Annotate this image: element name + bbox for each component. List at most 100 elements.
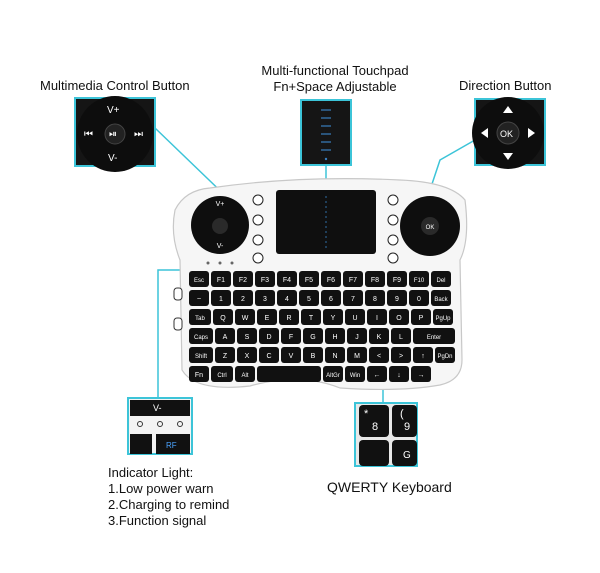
- key: [391, 347, 411, 363]
- key: [211, 290, 231, 306]
- key-label: F9: [393, 277, 401, 284]
- key-label: Q: [220, 315, 226, 322]
- key: [391, 328, 411, 344]
- key-label: A: [223, 334, 228, 341]
- key: [235, 309, 255, 325]
- key-label: AltGr: [326, 373, 340, 379]
- indicator-callout: [127, 397, 193, 455]
- key: [343, 290, 363, 306]
- key: [237, 328, 257, 344]
- key-label: PgDn: [437, 354, 452, 360]
- key: [215, 347, 235, 363]
- key-label: 4: [285, 296, 289, 303]
- indicator-title: Indicator Light:: [108, 465, 194, 480]
- key-label: G: [310, 334, 315, 341]
- next-track-icon: ⏭: [134, 129, 143, 140]
- key: [411, 366, 431, 382]
- key-label: 6: [329, 296, 333, 303]
- key: [387, 271, 407, 287]
- key-label: 3: [263, 296, 267, 303]
- key-label: Esc: [194, 278, 204, 284]
- svg-text:OK: OK: [426, 225, 435, 231]
- indicator-callout-rf: RF: [166, 441, 177, 450]
- key: [409, 290, 429, 306]
- key: [345, 366, 365, 382]
- key: [299, 271, 319, 287]
- key: [323, 309, 343, 325]
- key: [257, 366, 321, 382]
- key-label: ↑: [421, 353, 425, 360]
- key: [369, 328, 389, 344]
- key-label: Tab: [195, 316, 205, 322]
- key-label: Caps: [194, 335, 208, 341]
- key: [343, 271, 363, 287]
- key-label: F: [289, 334, 293, 341]
- key-label: W: [242, 315, 249, 322]
- svg-text:V+: V+: [216, 201, 225, 208]
- key: [213, 309, 233, 325]
- key: [367, 366, 387, 382]
- key-label: 7: [351, 296, 355, 303]
- qwerty-callout-k2b: 9: [404, 421, 411, 433]
- key-label: Ctrl: [217, 373, 226, 379]
- key: [431, 290, 451, 306]
- key-label: X: [245, 353, 250, 360]
- key-label: Enter: [427, 335, 441, 341]
- key-label: 0: [417, 296, 421, 303]
- key-label: <: [377, 353, 381, 360]
- key-label: Fn: [195, 372, 203, 379]
- indicator-item: 1.Low power warn: [108, 481, 214, 496]
- key-label: Alt: [241, 373, 248, 379]
- indicator-description: Indicator Light: 1.Low power warn 2.Char…: [108, 465, 229, 529]
- key-label: L: [399, 334, 403, 341]
- key: [255, 271, 275, 287]
- key-label: F3: [261, 277, 269, 284]
- key-label: 9: [395, 296, 399, 303]
- key: [237, 347, 257, 363]
- key-label: C: [266, 353, 271, 360]
- key-label: I: [376, 315, 378, 322]
- key: [409, 271, 429, 287]
- key-label: F2: [239, 277, 247, 284]
- key: [365, 290, 385, 306]
- multimedia-label: Multimedia Control Button: [40, 78, 190, 93]
- key: [325, 328, 345, 344]
- qwerty-callout: [354, 402, 418, 467]
- key-label: Back: [434, 297, 448, 303]
- key-label: P: [419, 315, 424, 322]
- key: [281, 328, 301, 344]
- key-label: F10: [414, 278, 425, 284]
- key: [347, 328, 367, 344]
- key: [189, 347, 213, 363]
- key: [367, 309, 387, 325]
- multimedia-vol-up: V+: [107, 105, 120, 116]
- key-label: J: [355, 334, 359, 341]
- key: [365, 271, 385, 287]
- key-label: O: [396, 315, 402, 322]
- key: [189, 366, 209, 382]
- key-label: ←: [374, 372, 381, 379]
- key: [277, 290, 297, 306]
- key: [413, 347, 433, 363]
- key: [303, 347, 323, 363]
- key-label: F7: [349, 277, 357, 284]
- key-label: 8: [373, 296, 377, 303]
- key: [389, 366, 409, 382]
- qwerty-callout-k1: *: [364, 408, 369, 420]
- touchpad-label-line2: Fn+Space Adjustable: [273, 79, 397, 94]
- key-label: T: [309, 315, 314, 322]
- key-label: N: [332, 353, 337, 360]
- key-label: V: [289, 353, 294, 360]
- key-label: 5: [307, 296, 311, 303]
- key: [189, 271, 209, 287]
- key-label: 1: [219, 296, 223, 303]
- indicator-item: 3.Function signal: [108, 513, 207, 528]
- multimedia-callout: [74, 96, 156, 172]
- key: [435, 347, 455, 363]
- key-label: PgUp: [435, 316, 451, 322]
- direction-label: Direction Button: [459, 78, 552, 93]
- key: [387, 290, 407, 306]
- qwerty-callout-k1b: 8: [372, 421, 379, 433]
- key-label: S: [245, 334, 250, 341]
